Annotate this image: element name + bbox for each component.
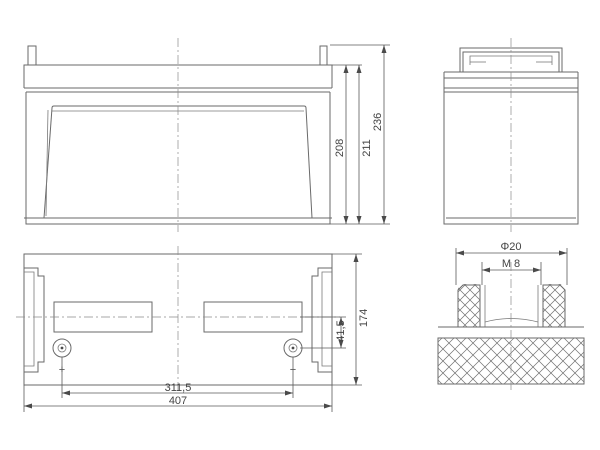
top-view-dimensions: 174 41,5 311,5 407: [23, 253, 370, 412]
top-view: + −: [16, 246, 340, 392]
height-211-label: 211: [361, 139, 373, 157]
height-236-label: 236: [372, 113, 384, 131]
length-407-label: 407: [169, 395, 187, 407]
terminal-detail: Φ20 M 8: [437, 241, 585, 392]
width-174-label: 174: [358, 309, 370, 327]
side-view: [443, 38, 579, 232]
terminal-spacing-label: 311,5: [165, 382, 192, 394]
front-view: [23, 38, 333, 232]
height-208-label: 208: [334, 139, 346, 157]
front-height-dimensions: 208 211 236: [330, 44, 390, 225]
terminal-offset-label: 41,5: [335, 320, 347, 341]
thread-outer-diameter-label: Φ20: [500, 241, 521, 253]
